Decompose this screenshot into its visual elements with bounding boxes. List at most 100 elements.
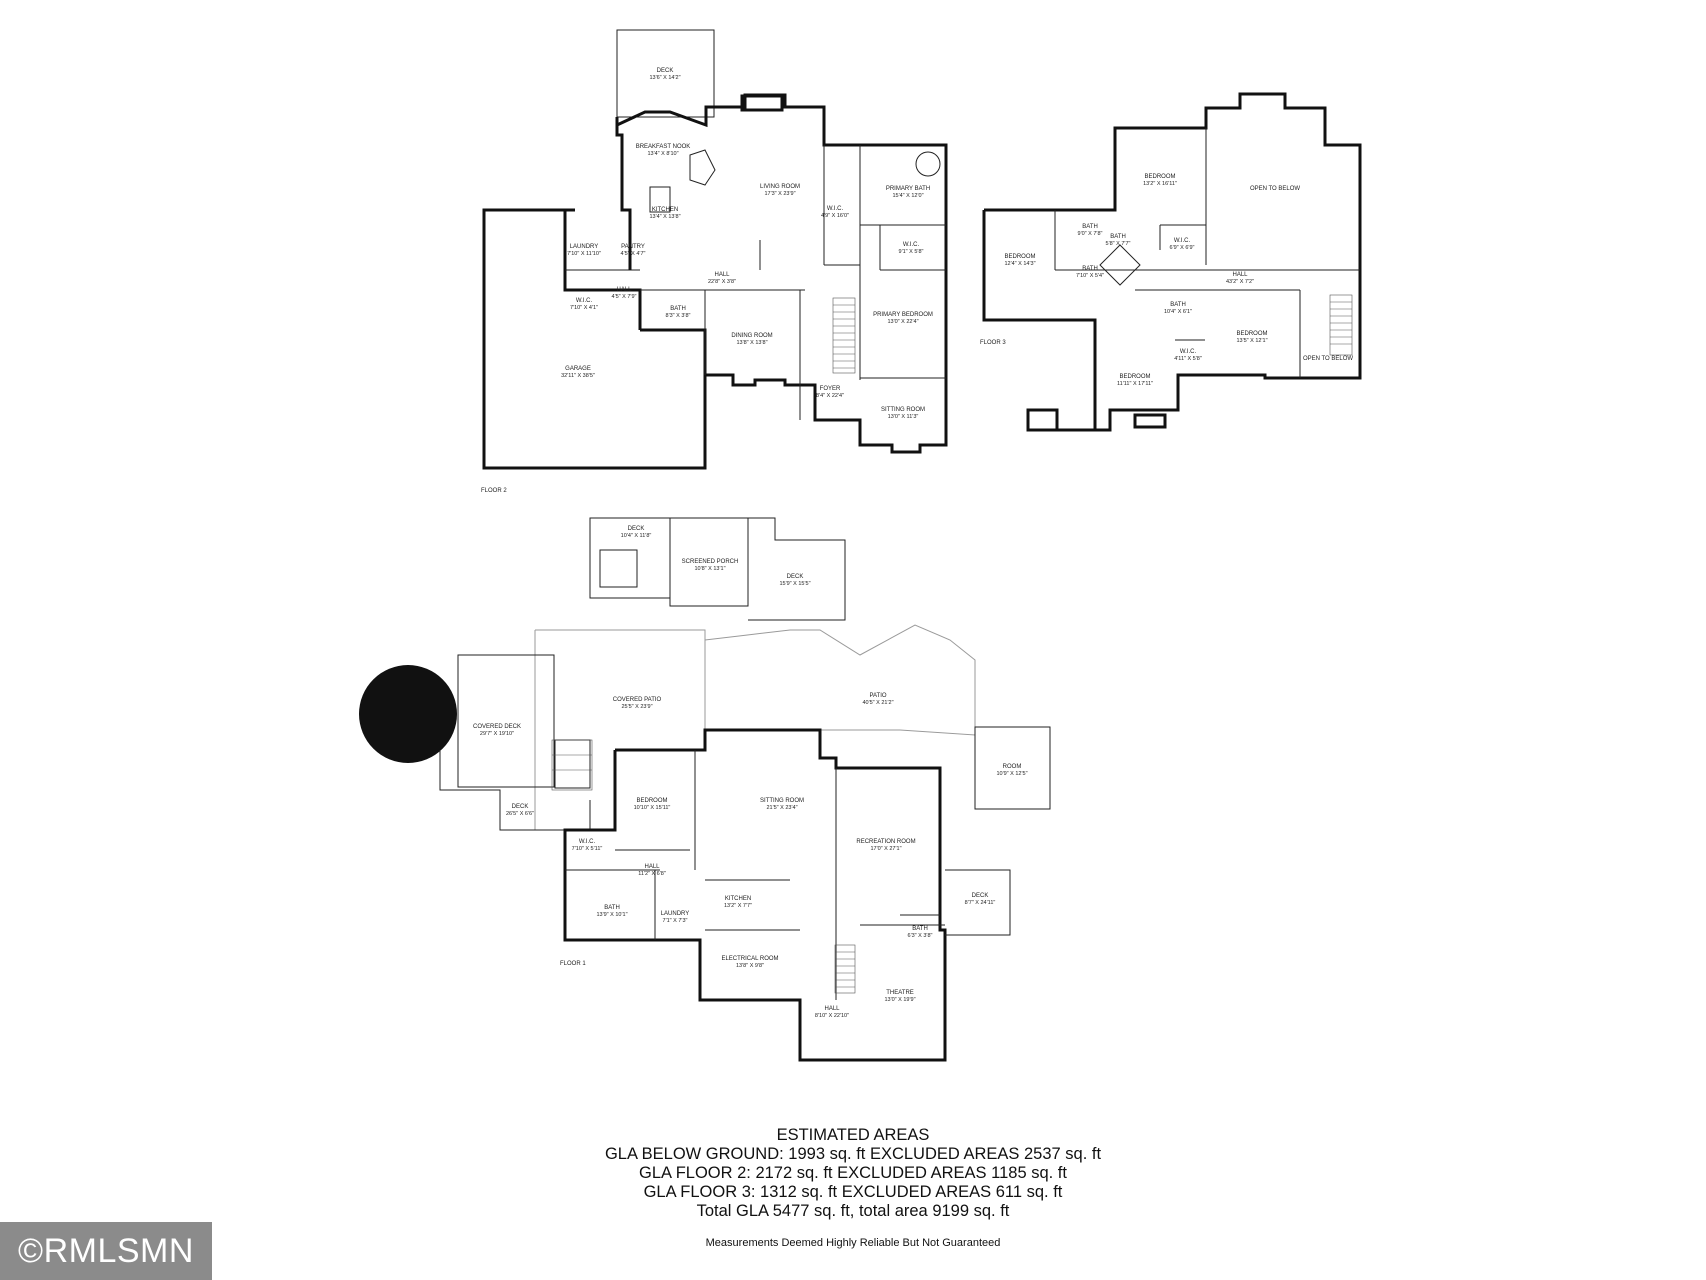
room-name: BATH [1110,234,1126,240]
room-name: COVERED DECK [473,724,521,730]
room-name: BATH [604,905,620,911]
room-name: OPEN TO BELOW [1250,186,1300,192]
room-name: W.I.C. [1180,349,1197,355]
room-dimensions: 8'4" X 22'4" [816,393,844,399]
room-dimensions: 4'11" X 5'8" [1174,356,1202,362]
room-name: LIVING ROOM [760,184,800,190]
main-house-walls [615,93,948,454]
room-name: DECK [787,574,804,580]
disclaimer: Measurements Deemed Highly Reliable But … [705,1237,1001,1249]
lower-level-walls [563,728,947,1062]
room-dimensions: 21'5" X 23'4" [766,805,797,811]
room-dimensions: 8'7" X 24'11" [965,900,996,906]
kitchen-west-wall [615,117,632,270]
room-name: HALL [714,272,730,278]
stairs-icon [834,944,856,994]
room-dimensions: 17'3" X 23'9" [764,191,795,197]
room-name: HALL [644,864,660,870]
room-name: DINING ROOM [731,333,772,339]
fireplace-icon [740,94,784,112]
room-dimensions: 8'10" X 22'10" [815,1013,849,1019]
deck-outline [616,29,715,118]
room-name: DECK [628,526,645,532]
room-name: LAUNDRY [570,244,599,250]
room-name: BATH [670,306,686,312]
room-name: W.I.C. [579,839,596,845]
room-name: BEDROOM [1236,331,1267,337]
bathtub-icon [915,151,941,177]
room-dimensions: 43'2" X 7'2" [1226,279,1254,285]
room-label: OPEN TO BELOW [1303,356,1353,362]
room-dimensions: 11'11" X 17'11" [1117,381,1153,387]
room-name: SITTING ROOM [760,798,804,804]
angled-bath [1099,244,1141,286]
room-name: THEATRE [886,990,914,996]
room-dimensions: 7'10" X 5'11" [572,846,603,852]
room-name: DECK [972,893,989,899]
laundry-walls [563,210,642,330]
room-dimensions: 13'2" X 7'7" [724,903,752,909]
room-dimensions: 15'4" X 12'0" [892,193,923,199]
room-name: HALL [824,1006,840,1012]
room-dimensions: 11'2" X 6'8" [638,871,666,877]
room-label: W.I.C.4'9" X 16'0" [821,206,849,219]
watermark: ©RMLSMN [0,1222,212,1280]
room-dimensions: 15'9" X 15'5" [779,581,810,587]
room-name: BATH [1082,224,1098,230]
stairs-icon [1329,294,1353,356]
room-dimensions: 4'9" X 16'0" [821,213,849,219]
fireplace-icon [1133,413,1167,429]
room-dimensions: 7'1" X 7'3" [663,918,688,924]
room-dimensions: 7'10" X 5'4" [1076,273,1104,279]
floor-2-label: FLOOR 2 [481,488,507,494]
floor-3-walls [984,92,1362,432]
room-label: W.I.C.6'9" X 6'9" [1170,238,1195,251]
room-dimensions: 10'4" X 11'8" [621,533,652,539]
areas-line: Total GLA 5477 sq. ft, total area 9199 s… [696,1202,1010,1220]
room-outline [974,726,1051,810]
room-name: PATIO [869,693,886,699]
areas-heading: ESTIMATED AREAS [776,1126,930,1144]
garage-walls [482,208,707,470]
room-dimensions: 13'4" X 8'10" [647,151,678,157]
room-dimensions: 13'6" X 14'2" [649,75,680,81]
floor-1-plan: FLOOR 1 [359,517,1051,1062]
room-label: W.I.C.7'10" X 4'1" [570,298,598,311]
room-name: HALL [616,287,632,293]
room-name: DECK [657,68,674,74]
room-dimensions: 10'8" X 13'1" [694,566,725,572]
areas-line: GLA BELOW GROUND: 1993 sq. ft EXCLUDED A… [604,1145,1102,1163]
room-dimensions: 17'0" X 27'1" [870,846,901,852]
room-dimensions: 13'5" X 12'1" [1236,338,1267,344]
room-dimensions: 4'5" X 7'9" [612,294,637,300]
room-name: RECREATION ROOM [856,839,915,845]
room-name: BATH [1082,266,1098,272]
room-dimensions: 13'9" X 10'1" [596,912,627,918]
room-name: W.I.C. [903,242,920,248]
room-dimensions: 7'10" X 11'10" [567,251,601,257]
room-name: BATH [912,926,928,932]
room-name: W.I.C. [1174,238,1191,244]
